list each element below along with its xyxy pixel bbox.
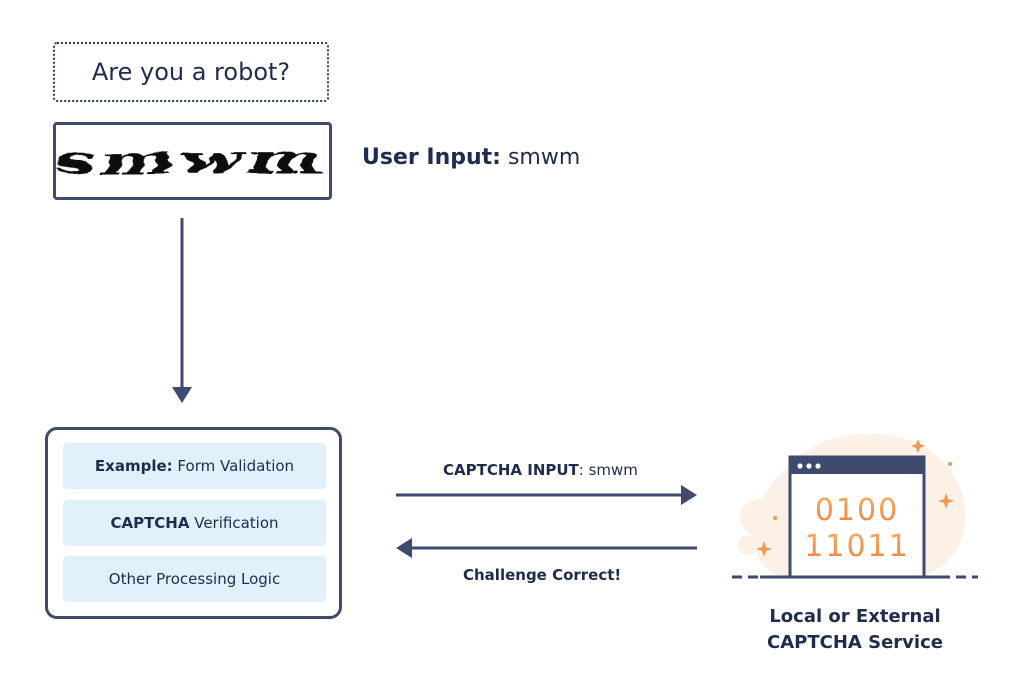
request-label-bold: CAPTCHA INPUT — [443, 461, 579, 479]
captcha-glyphs: smwm — [56, 136, 329, 184]
binary-line-1: 0100 — [815, 493, 899, 528]
panel-item-text: Form Validation — [172, 457, 295, 475]
browser-window — [788, 455, 926, 579]
service-label-line2: CAPTCHA Service — [767, 632, 943, 653]
background-blob-small — [740, 499, 776, 535]
request-arrow-head — [681, 485, 697, 505]
binary-line-2: 11011 — [804, 529, 909, 564]
sparkle-icon — [911, 439, 925, 453]
sparkle-dot — [948, 462, 952, 466]
panel-item-bold: Example: — [94, 457, 173, 475]
captcha-image: smwm — [53, 122, 332, 200]
robot-question-box: Are you a robot? — [53, 42, 329, 102]
user-input-label: User Input: — [362, 145, 501, 170]
response-arrow-head — [396, 538, 412, 558]
robot-question-text: Are you a robot? — [91, 58, 291, 86]
processing-panel: Example: Form Validation CAPTCHA Verific… — [45, 427, 342, 619]
user-input-caption: User Input: smwm — [362, 145, 580, 170]
down-arrow-head — [172, 387, 192, 403]
window-dot-icon — [806, 463, 812, 469]
response-arrow-label: Challenge Correct! — [463, 566, 622, 584]
request-label-text: : smwm — [578, 461, 638, 479]
sparkle-icon — [938, 493, 954, 509]
window-dot-icon — [815, 463, 821, 469]
background-blob-tiny — [738, 535, 758, 555]
user-input-value: smwm — [507, 145, 581, 170]
browser-titlebar — [790, 457, 924, 474]
panel-item-other-logic: Other Processing Logic — [63, 556, 326, 602]
panel-item-text: Other Processing Logic — [108, 570, 281, 588]
window-dot-icon — [797, 463, 803, 469]
panel-item-form-validation: Example: Form Validation — [63, 443, 326, 489]
service-label: Local or External CAPTCHA Service — [735, 604, 975, 656]
request-arrow-label: CAPTCHA INPUT: smwm — [443, 461, 638, 479]
panel-item-bold: CAPTCHA — [110, 514, 190, 532]
panel-item-text: Verification — [189, 514, 279, 532]
service-illustration: 0100 11011 — [732, 433, 978, 579]
captcha-distorted-text: smwm — [56, 136, 329, 184]
sparkle-icon — [756, 541, 772, 557]
service-label-line1: Local or External — [769, 606, 941, 627]
sparkle-dot — [773, 516, 777, 520]
panel-item-captcha-verification: CAPTCHA Verification — [63, 500, 326, 546]
